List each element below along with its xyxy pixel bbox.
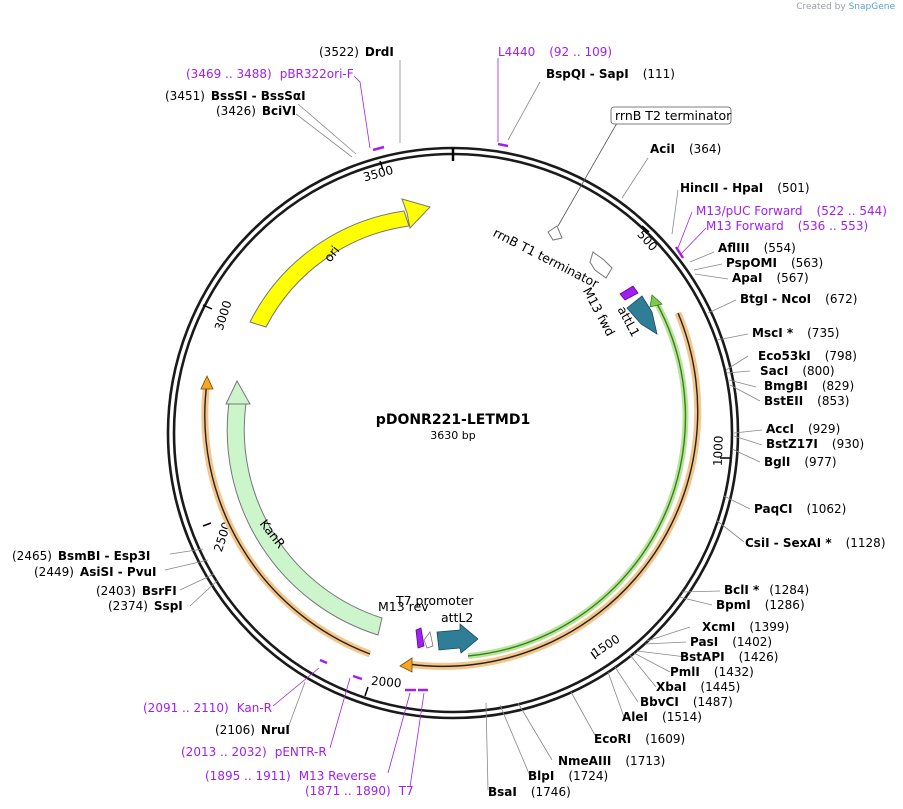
enzyme-bcivi: (3426)BciVI	[216, 104, 296, 118]
m13-fwd-label: M13 fwd	[580, 285, 618, 339]
credit-prefix: Created by	[796, 2, 846, 12]
attl2-label: attL2	[441, 610, 473, 625]
attl2-region: T7 promoter M13 rev attL2	[378, 593, 479, 654]
enzyme-bbvci: BbvCI(1487)	[640, 695, 733, 709]
enzyme-msci: MscI *(735)	[752, 326, 839, 340]
m13-rev-label: M13 rev	[378, 599, 429, 614]
rrnb-t1-label: rrnB T1 terminator	[491, 225, 602, 292]
enzyme-bpmi: BpmI(1286)	[716, 598, 805, 612]
terminators: rrnB T1 terminator rrnB T2 terminator	[491, 106, 732, 292]
attl1-arrow	[626, 295, 658, 335]
enzyme-bgli: BglI(977)	[764, 455, 837, 469]
enzyme-nmeaiii: NmeAIII(1713)	[558, 754, 665, 768]
enzyme-blpi: BlpI(1724)	[528, 769, 608, 783]
leader-lines	[164, 60, 763, 791]
primer-t7: (1871 .. 1890)T7	[305, 784, 414, 798]
enzyme-bmgbi: BmgBI(829)	[764, 379, 854, 393]
attl2-arrow	[436, 623, 479, 654]
tick-1500: 1500	[589, 632, 622, 660]
plasmid-name: pDONR221-LETMD1	[376, 412, 530, 428]
enzyme-hincii-hpai: HincII - HpaI(501)	[680, 181, 810, 195]
enzyme-csii-sexai: CsiI - SexAI *(1128)	[745, 536, 886, 550]
primer-m13-puc-forward: M13/pUC Forward(522 .. 544)	[696, 204, 887, 218]
snapgene-credit: Created by SnapGene	[796, 2, 895, 12]
tick-500: 500	[634, 227, 660, 253]
enzyme-labels: (3522)DrdI BspQI - SapI(111) (3451)BssSI…	[12, 45, 886, 799]
primer-l4440: L4440(92 .. 109)	[498, 45, 612, 59]
enzyme-pspomi: PspOMI(563)	[726, 256, 823, 270]
enzyme-bstz17i: BstZ17I(930)	[766, 437, 864, 451]
orf-green-right	[467, 298, 689, 659]
primer-m13-reverse: (1895 .. 1911)M13 Reverse	[205, 769, 376, 783]
rrnb-t2-arrow	[547, 225, 563, 241]
rrnb-t1-arrow	[589, 251, 613, 279]
enzyme-pasi: PasI(1402)	[690, 635, 772, 649]
plasmid-length: 3630 bp	[430, 429, 475, 442]
enzyme-nrui: (2106)NruI	[215, 723, 290, 737]
tick-2000: 2000	[370, 674, 402, 691]
t7-promoter-label: T7 promoter	[395, 593, 474, 608]
enzyme-bstapi: BstAPI(1426)	[680, 650, 778, 664]
enzyme-bsmbi-esp3i: (2465)BsmBI - Esp3I	[12, 549, 150, 563]
enzyme-xbai: XbaI(1445)	[656, 680, 740, 694]
tick-3500: 3500	[362, 163, 395, 184]
primer-leaders	[272, 58, 707, 788]
tick-1000: 1000	[711, 435, 726, 466]
enzyme-saci: SacI(800)	[760, 364, 835, 378]
primer-m13-forward: M13 Forward(536 .. 553)	[706, 219, 868, 233]
kanr-feature: KanR	[225, 379, 383, 636]
primer-marks	[319, 142, 685, 692]
m13-rev-arrow	[415, 627, 425, 649]
attl1-region: M13 fwd attL1	[580, 285, 658, 339]
ori-feature: ori	[249, 198, 431, 328]
enzyme-apai: ApaI(567)	[732, 271, 809, 285]
enzyme-sspi: (2374)SspI	[108, 599, 183, 613]
enzyme-bcli: BclI *(1284)	[724, 583, 809, 597]
snapgene-logo-text: SnapGene	[848, 2, 895, 12]
rrnb-t2-callout	[610, 106, 732, 125]
enzyme-afliii: AflIII(554)	[718, 241, 796, 255]
orf-arcs	[200, 294, 702, 673]
primer-kan-r: (2091 .. 2110)Kan-R	[143, 701, 272, 715]
primer-labels: (3469 .. 3488)pBR322ori-F L4440(92 .. 10…	[143, 45, 887, 798]
enzyme-pmli: PmlI(1432)	[670, 665, 754, 679]
enzyme-eco53ki: Eco53kI(798)	[758, 349, 857, 363]
enzyme-bsssi: (3451)BssSI - BssSαI	[165, 89, 306, 103]
enzyme-bspqi-sapi: BspQI - SapI(111)	[546, 67, 675, 81]
primer-pentr-r: (2013 .. 2032)pENTR-R	[181, 745, 327, 759]
enzyme-bsai: BsaI(1746)	[488, 785, 571, 799]
enzyme-acii: AciI(364)	[650, 142, 721, 156]
enzyme-drdi: (3522)DrdI	[319, 45, 394, 59]
primer-pbr322ori-f: (3469 .. 3488)pBR322ori-F	[186, 67, 354, 81]
enzyme-xcmi: XcmI(1399)	[702, 620, 789, 634]
enzyme-paqci: PaqCI(1062)	[754, 502, 846, 516]
enzyme-acci: AccI(929)	[766, 422, 840, 436]
rrnb-t2-label: rrnB T2 terminator	[615, 108, 732, 123]
enzyme-ecori: EcoRI(1609)	[594, 732, 685, 746]
t7-promoter-arrow	[423, 631, 434, 649]
enzyme-bsteii: BstEII(853)	[764, 394, 849, 408]
m13-fwd-arrow	[619, 285, 639, 301]
enzyme-alei: AleI(1514)	[622, 710, 702, 724]
enzyme-btgi-ncoi: BtgI - NcoI(672)	[740, 292, 857, 306]
enzyme-bsrfi: (2403)BsrFI	[96, 584, 177, 598]
enzyme-asisi-pvui: (2449)AsiSI - PvuI	[34, 565, 157, 579]
tick-3000: 3000	[212, 299, 235, 332]
